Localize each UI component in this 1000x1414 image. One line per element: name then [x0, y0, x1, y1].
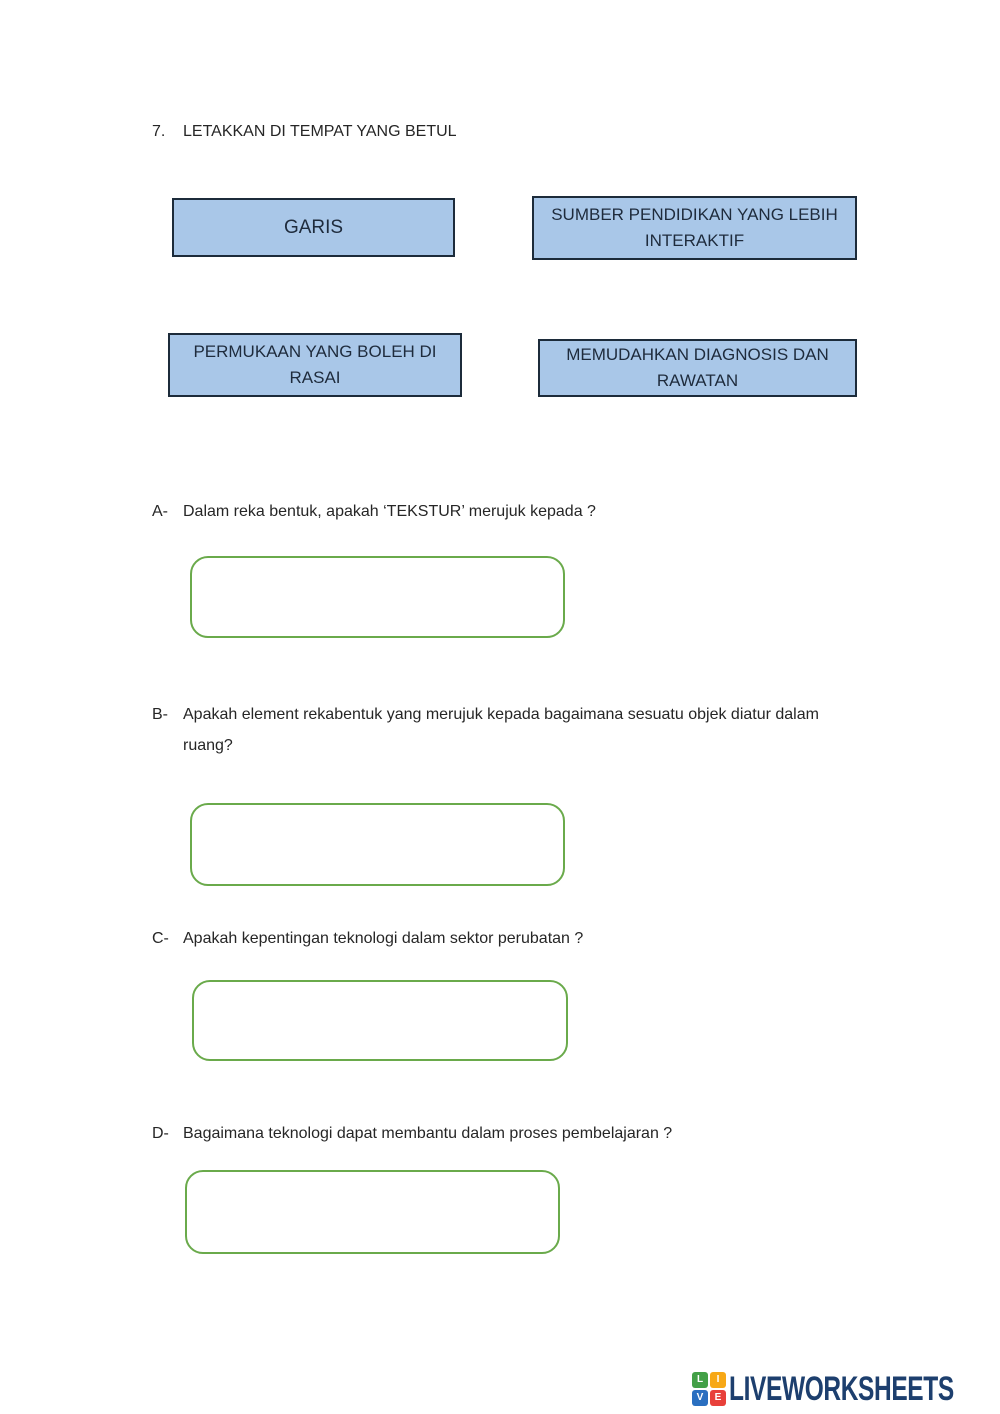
draggable-word-label: GARIS — [283, 216, 344, 238]
question-d-text: Bagaimana teknologi dapat membantu dalam… — [183, 1125, 673, 1142]
logo-square-i: I — [710, 1372, 726, 1388]
draggable-word-sumber-pendidikan[interactable]: SUMBER PENDIDIKAN YANG LEBIH INTERAKTIF — [532, 196, 857, 260]
exercise-title-text: LETAKKAN DI TEMPAT YANG BETUL — [183, 123, 457, 140]
draggable-word-permukaan[interactable]: PERMUKAAN YANG BOLEH DI RASAI — [168, 333, 462, 397]
liveworksheets-icon: L I V E — [692, 1372, 726, 1406]
draggable-word-label: PERMUKAAN YANG BOLEH DI RASAI — [193, 342, 437, 387]
liveworksheets-logo[interactable]: L I V E LIVEWORKSHEETS — [692, 1369, 1000, 1409]
draggable-word-garis[interactable]: GARIS — [172, 198, 455, 257]
draggable-word-label: MEMUDAHKAN DIAGNOSIS DAN RAWATAN — [566, 345, 829, 390]
question-a: A- Dalam reka bentuk, apakah ‘TEKSTUR’ m… — [152, 496, 596, 527]
logo-square-l: L — [692, 1372, 708, 1388]
exercise-number: 7. — [152, 123, 166, 140]
liveworksheets-wordmark: LIVEWORKSHEETS — [729, 1369, 954, 1408]
question-c: C- Apakah kepentingan teknologi dalam se… — [152, 923, 583, 954]
question-d-letter: D- — [152, 1125, 169, 1142]
logo-square-e: E — [710, 1390, 726, 1406]
question-b-letter: B- — [152, 706, 168, 723]
question-a-letter: A- — [152, 503, 168, 520]
draggable-word-label: SUMBER PENDIDIKAN YANG LEBIH INTERAKTIF — [551, 205, 838, 250]
question-c-text: Apakah kepentingan teknologi dalam sekto… — [183, 930, 584, 947]
question-d: D- Bagaimana teknologi dapat membantu da… — [152, 1118, 672, 1149]
answer-dropzone-c[interactable] — [192, 980, 568, 1061]
question-b: B- Apakah element rekabentuk yang meruju… — [152, 699, 848, 761]
question-c-letter: C- — [152, 930, 169, 947]
logo-square-v: V — [692, 1390, 708, 1406]
draggable-word-memudahkan[interactable]: MEMUDAHKAN DIAGNOSIS DAN RAWATAN — [538, 339, 857, 397]
question-b-text: Apakah element rekabentuk yang merujuk k… — [183, 706, 819, 754]
answer-dropzone-d[interactable] — [185, 1170, 560, 1254]
answer-dropzone-a[interactable] — [190, 556, 565, 638]
question-a-text: Dalam reka bentuk, apakah ‘TEKSTUR’ meru… — [183, 503, 596, 520]
exercise-title: 7. LETAKKAN DI TEMPAT YANG BETUL — [152, 122, 457, 141]
answer-dropzone-b[interactable] — [190, 803, 565, 886]
